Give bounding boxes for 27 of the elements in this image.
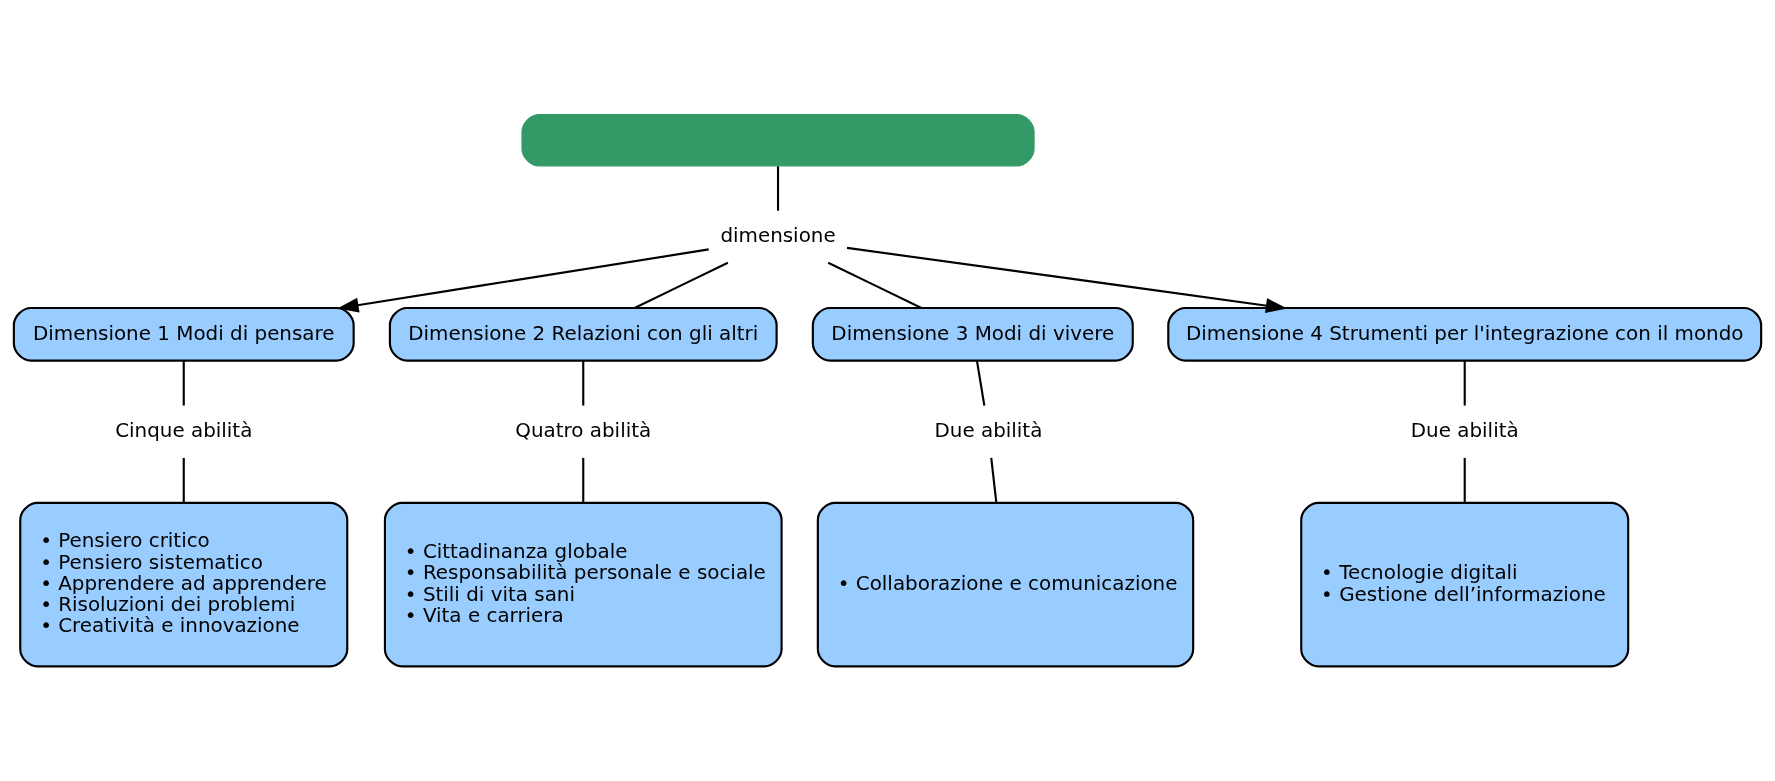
connector [582,361,585,406]
connector [634,261,729,309]
connector [1463,457,1466,503]
connector [182,361,185,406]
node-box: Dimensione 3 Modi di vivere [811,306,1134,362]
connector [182,457,185,503]
node-text: Cinque abilità [115,418,253,442]
node-box: • Cittadinanza globale • Responsabilità personale e sociale • Stili di vita sani • Vita e carriera [383,501,783,668]
node-text: Due abilità [934,418,1043,442]
connector [582,457,585,503]
connector [975,360,986,406]
arrow [846,246,1288,313]
arrow [337,248,709,313]
connector [1463,361,1466,406]
node-box: • Tecnologie digitali • Gestione dell’informazione [1300,501,1630,668]
node-text: Due abilità [1410,418,1519,442]
node-box: Dimensione 1 Modi di pensare [12,306,355,362]
node-box: Dimensione 4 Strumenti per l'integrazione con il mondo [1167,306,1763,362]
node-box: • Pensiero critico • Pensiero sistematico • Apprendere ad apprendere • Risoluzioni dei problemi • Creatività e innovazione [19,501,349,668]
node-text: dimensione [720,224,836,248]
connector [827,261,922,309]
node-text: Quatro abilità [515,418,652,442]
connector [990,457,998,503]
node-box: • Collaborazione e comunicazione [816,501,1195,668]
connector [776,166,780,211]
node-box: Dimensione 2 Relazioni con gli altri [388,306,778,362]
node-box [521,114,1035,167]
